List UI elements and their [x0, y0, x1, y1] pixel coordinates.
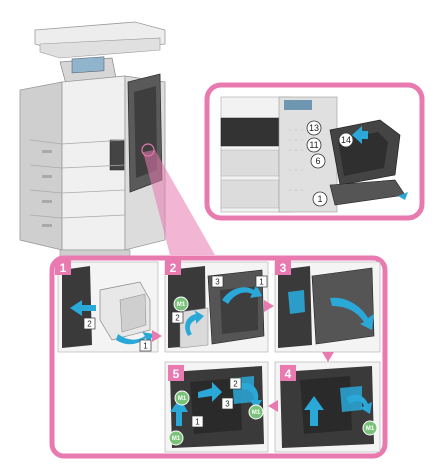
green-marker: M1: [362, 420, 378, 436]
svg-text:6: 6: [315, 156, 320, 166]
svg-text:14: 14: [341, 135, 351, 145]
step-5-panel: 5 2 3 1 M1 M1 M1: [164, 361, 269, 453]
svg-text:1: 1: [317, 194, 322, 204]
green-marker: M1: [173, 296, 189, 312]
svg-text:3: 3: [280, 261, 287, 275]
callout-label: 3: [211, 275, 224, 288]
blue-arrow-icon: [185, 310, 204, 336]
green-marker: M1: [174, 390, 190, 406]
step-4-panel: 4 M1: [274, 361, 381, 453]
part-number-13: 13: [306, 120, 322, 136]
callout-label: 2: [171, 311, 184, 324]
svg-text:4: 4: [285, 367, 292, 381]
step-badge: 2: [165, 259, 181, 275]
svg-text:1: 1: [60, 261, 67, 275]
step-2-panel: 2 3 1 2 M1: [164, 259, 269, 353]
blue-arrow-icon: [240, 382, 262, 410]
callout-label: 1: [191, 415, 204, 428]
step-badge: 3: [275, 259, 291, 275]
green-marker: M1: [168, 430, 184, 446]
svg-text:M1: M1: [252, 410, 261, 416]
step-3-panel: 3: [274, 259, 381, 353]
blue-arrow-icon: [398, 192, 408, 200]
svg-text:11: 11: [309, 140, 318, 150]
svg-text:M1: M1: [172, 436, 181, 442]
part-number-14: 14: [338, 132, 354, 148]
copier-illustration: [19, 21, 166, 261]
next-step-arrow-icon: [322, 352, 334, 362]
svg-text:M1: M1: [177, 302, 186, 308]
step-1-panel: 1 2 1: [55, 259, 159, 353]
svg-text:5: 5: [173, 367, 180, 381]
svg-text:1: 1: [195, 418, 200, 427]
green-marker: M1: [248, 404, 264, 420]
callout-label: 1: [139, 339, 152, 352]
callout-label: 2: [83, 317, 96, 330]
blue-arrow-icon: [352, 126, 368, 144]
blue-arrow-icon: [116, 332, 154, 345]
svg-text:13: 13: [309, 123, 319, 133]
svg-text:3: 3: [215, 278, 220, 287]
svg-text:2: 2: [170, 261, 177, 275]
zoom-connector: [143, 150, 215, 255]
next-step-arrow-icon: [152, 330, 162, 342]
part-number-1: 1: [312, 191, 328, 207]
svg-text:1: 1: [259, 278, 264, 287]
svg-text:2: 2: [175, 314, 180, 323]
blue-arrow-icon: [330, 297, 374, 330]
zoom-callout: 13 14 11 6 1: [204, 82, 425, 221]
blue-arrow-icon: [222, 284, 262, 304]
callout-label: 3: [221, 397, 234, 410]
callout-label: 2: [229, 377, 242, 390]
step-badge: 5: [168, 365, 184, 381]
next-step-arrow-icon: [264, 300, 274, 312]
next-step-arrow-icon: [268, 400, 278, 412]
part-number-6: 6: [310, 153, 326, 169]
svg-text:3: 3: [225, 400, 230, 409]
blue-arrow-icon: [70, 300, 96, 316]
svg-text:2: 2: [87, 320, 92, 329]
callout-label: 1: [255, 275, 268, 288]
part-number-11: 11: [306, 137, 322, 153]
blue-arrow-icon: [346, 394, 372, 414]
blue-arrow-icon: [304, 396, 324, 426]
blue-arrow-icon: [198, 382, 222, 402]
svg-text:2: 2: [233, 380, 238, 389]
step-badge: 4: [280, 365, 296, 381]
svg-text:M1: M1: [366, 426, 375, 432]
step-badge: 1: [55, 259, 71, 275]
svg-text:1: 1: [143, 342, 148, 351]
svg-text:M1: M1: [178, 396, 187, 402]
